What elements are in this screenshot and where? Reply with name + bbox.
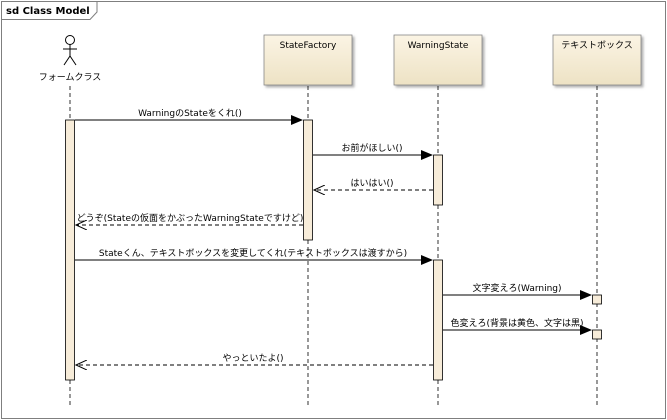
message-7: 色変えろ(背景は黄色、文字は黒) [443, 317, 592, 335]
lifeline-box-textbox: テキストボックス [552, 34, 642, 86]
lifeline-name-warning: WarningState [408, 41, 469, 51]
activation-factory [303, 119, 313, 241]
actor-figure [63, 35, 77, 66]
message-label-7: 色変えろ(背景は黄色、文字は黒) [450, 317, 583, 329]
message-2: お前がほしい() [313, 142, 433, 160]
activation-warning-2 [433, 259, 443, 381]
message-label-1: WarningのStateをくれ() [138, 108, 242, 119]
frame-title-tab [1, 1, 98, 20]
activation-bars [65, 119, 602, 381]
message-label-8: やっといたよ() [222, 353, 283, 364]
message-3: はいはい() [314, 178, 433, 190]
message-5: Stateくん、テキストボックスを変更してくれ(テキストボックスは渡すから) [75, 247, 433, 265]
frame-title: sd Class Model [6, 6, 90, 17]
message-label-6: 文字変えろ(Warning) [472, 282, 561, 294]
lifeline-name-factory: StateFactory [280, 41, 337, 51]
message-label-3: はいはい() [350, 178, 393, 189]
actor-name: フォームクラス [39, 72, 102, 83]
message-label-5: Stateくん、テキストボックスを変更してくれ(テキストボックスは渡すから) [99, 247, 407, 259]
message-6: 文字変えろ(Warning) [443, 282, 592, 300]
activation-textbox-1 [592, 294, 602, 305]
message-1: WarningのStateをくれ() [75, 108, 303, 125]
message-8: やっといたよ() [76, 353, 433, 365]
message-4: どうぞ(Stateの仮面をかぶったWarningStateですけど) [76, 212, 303, 225]
lifeline-name-textbox: テキストボックス [561, 40, 632, 51]
message-label-4: どうぞ(Stateの仮面をかぶったWarningStateですけど) [77, 212, 304, 224]
message-label-2: お前がほしい() [341, 142, 402, 154]
activation-textbox-2 [592, 329, 602, 340]
activation-actor [65, 119, 75, 381]
lifeline-box-warning: WarningState [393, 34, 483, 86]
lifeline-box-factory: StateFactory [263, 34, 353, 86]
activation-warning-1 [433, 154, 443, 206]
